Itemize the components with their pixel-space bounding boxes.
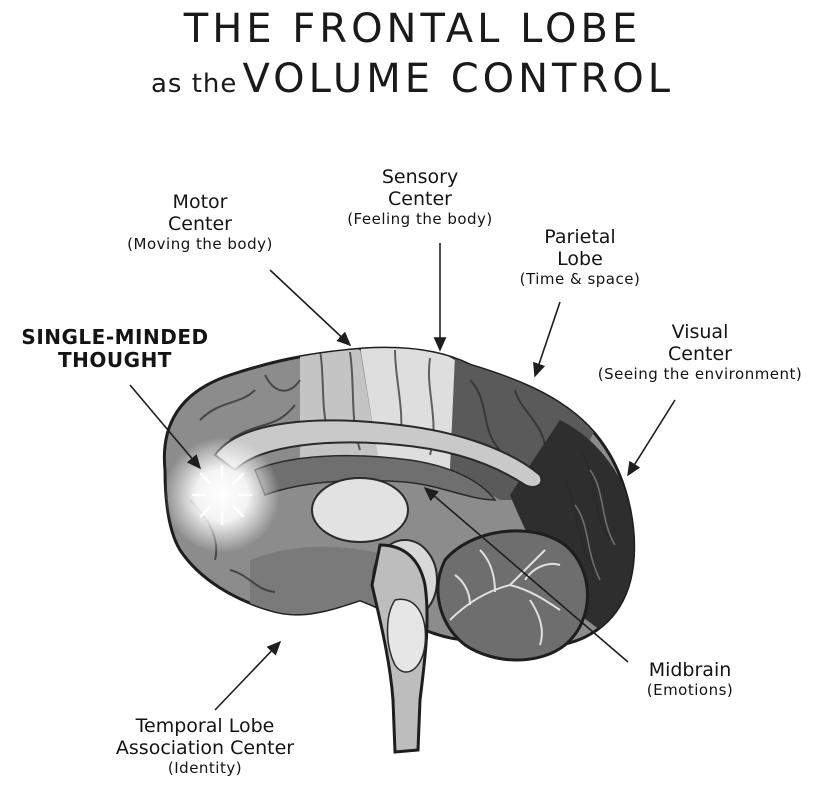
thought-glow bbox=[164, 437, 280, 553]
label-midbrain: Midbrain (Emotions) bbox=[620, 660, 760, 699]
arrow-temporal bbox=[215, 642, 280, 710]
arrow-motor bbox=[270, 270, 350, 345]
cerebellum bbox=[438, 531, 588, 660]
arrow-visual bbox=[628, 400, 675, 475]
label-temporal-lobe: Temporal Lobe Association Center (Identi… bbox=[90, 716, 320, 777]
label-parietal-lobe: Parietal Lobe (Time & space) bbox=[490, 227, 670, 288]
label-sensory-center: Sensory Center (Feeling the body) bbox=[320, 167, 520, 228]
arrow-parietal bbox=[535, 302, 560, 376]
label-motor-center: Motor Center (Moving the body) bbox=[100, 192, 300, 253]
pons bbox=[388, 599, 426, 672]
thalamus bbox=[312, 478, 408, 542]
label-single-minded-thought: SINGLE-MINDED THOUGHT bbox=[10, 326, 220, 372]
label-visual-center: Visual Center (Seeing the environment) bbox=[580, 322, 820, 383]
